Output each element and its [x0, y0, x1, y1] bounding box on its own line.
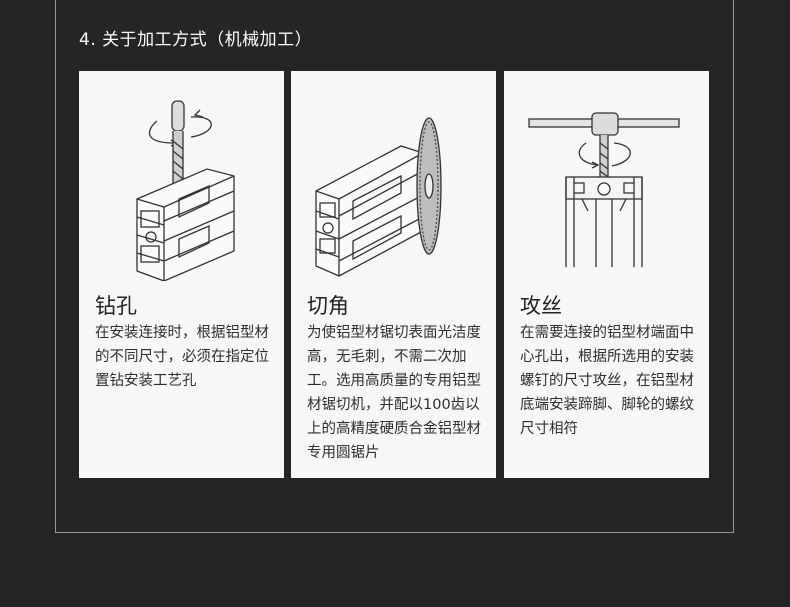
card-title: 切角: [307, 294, 349, 318]
card-drilling: 钻孔 在安装连接时，根据铝型材的不同尺寸，必须在指定位置钻安装工艺孔: [79, 71, 284, 478]
drill-icon: [136, 100, 235, 281]
section-title: 4. 关于加工方式（机械加工）: [79, 30, 313, 50]
card-description: 在安装连接时，根据铝型材的不同尺寸，必须在指定位置钻安装工艺孔: [95, 325, 269, 389]
card-description: 在需要连接的铝型材端面中心孔出，根据所选用的安装螺钉的尺寸攻丝，在铝型材底端安装…: [520, 325, 694, 437]
card-angle-cut: 切角 为使铝型材锯切表面光洁度高，无毛刺，不需二次加工。选用高质量的专用铝型材锯…: [291, 71, 496, 478]
card-tapping: 攻丝 在需要连接的铝型材端面中心孔出，根据所选用的安装螺钉的尺寸攻丝，在铝型材底…: [504, 71, 709, 478]
card-title: 钻孔: [95, 294, 137, 318]
card-description: 为使铝型材锯切表面光洁度高，无毛刺，不需二次加工。选用高质量的专用铝型材锯切机，…: [307, 325, 481, 461]
section-frame: [55, 0, 734, 533]
tap-wrench-icon: [528, 112, 680, 267]
saw-blade-icon: [315, 117, 442, 277]
card-title: 攻丝: [520, 294, 562, 318]
